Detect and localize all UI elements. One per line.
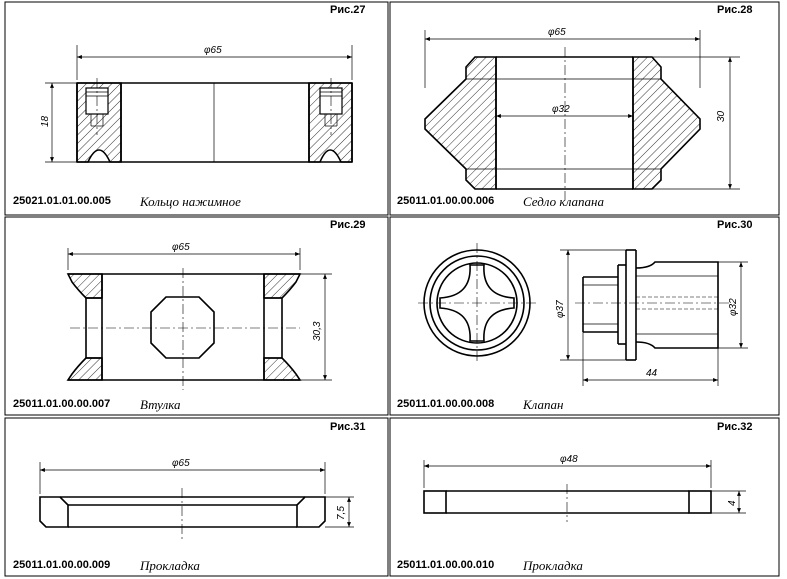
figure-label: Рис.31: [330, 421, 366, 433]
panel-frame-30: [389, 216, 780, 416]
drawing-fig-28: φ65 φ32 30: [424, 27, 740, 200]
panel-frame-31: [4, 417, 389, 577]
dim-fig31-height: 7,5: [336, 506, 347, 520]
dim-fig29-width: φ65: [172, 242, 190, 253]
drawing-fig-29: φ65 30,3: [66, 242, 332, 390]
panel-frame-28: [389, 1, 780, 216]
part-name: Прокладка: [140, 558, 200, 573]
dim-fig32-width: φ48: [560, 454, 578, 465]
dim-fig28-width: φ65: [548, 27, 566, 38]
figure-label: Рис.28: [717, 4, 753, 16]
part-code: 25011.01.00.00.009: [13, 559, 111, 571]
dim-fig30-inner: φ32: [728, 298, 739, 316]
drawing-fig-27: φ65 18: [40, 45, 353, 163]
part-code: 25011.01.00.00.007: [13, 398, 111, 410]
dim-fig32-height: 4: [727, 500, 738, 506]
panel-frame-27: [4, 1, 389, 216]
part-name: Втулка: [140, 397, 181, 412]
figure-label: Рис.29: [330, 219, 366, 231]
part-name: Седло клапана: [523, 194, 604, 209]
drawing-fig-31: φ65 7,5: [39, 458, 354, 540]
dim-fig27-height: 18: [40, 115, 51, 127]
dim-fig28-bore: φ32: [552, 104, 570, 115]
dim-fig30-outer: φ37: [555, 300, 566, 318]
figure-label: Рис.32: [717, 421, 753, 433]
dim-fig30-length: 44: [646, 368, 658, 379]
part-code: 25011.01.00.00.008: [397, 398, 495, 410]
dim-fig28-height: 30: [716, 110, 727, 122]
panel-frame-29: [4, 216, 389, 416]
panel-frame-32: [389, 417, 780, 577]
dim-fig27-width: φ65: [204, 45, 222, 56]
part-code: 25011.01.00.00.006: [397, 195, 495, 207]
drawing-fig-30: φ37 φ32 44: [418, 243, 748, 386]
part-name: Кольцо нажимное: [140, 194, 241, 209]
figure-label: Рис.30: [717, 219, 753, 231]
part-code: 25021.01.01.00.005: [13, 195, 111, 207]
dim-fig29-height: 30,3: [312, 321, 323, 341]
part-name: Прокладка: [523, 558, 583, 573]
figure-label: Рис.27: [330, 4, 366, 16]
part-name: Клапан: [523, 397, 564, 412]
part-code: 25011.01.00.00.010: [397, 559, 495, 571]
drawing-fig-32: φ48 4: [423, 454, 746, 522]
dim-fig31-width: φ65: [172, 458, 190, 469]
